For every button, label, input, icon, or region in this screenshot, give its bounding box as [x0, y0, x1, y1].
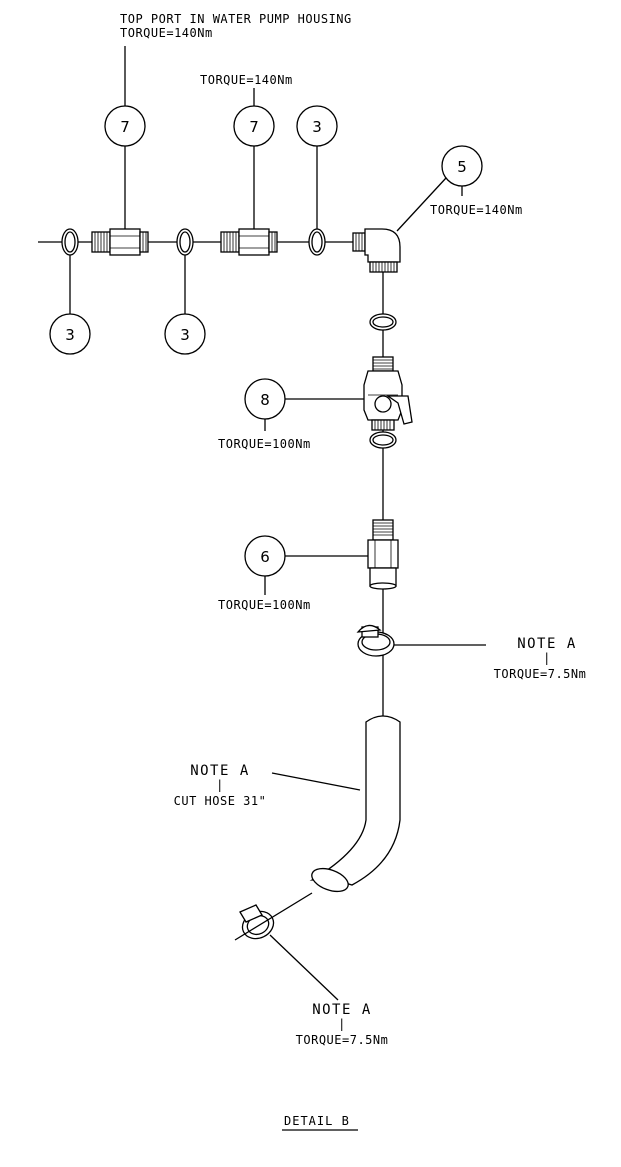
balloon-3-mid-number: 3	[180, 326, 190, 344]
clamp-upper-note: NOTE A | TORQUE=7.5Nm	[480, 637, 600, 681]
balloon-3-top: 3	[296, 105, 338, 147]
balloon-3-left-number: 3	[65, 326, 75, 344]
top-note-line2: TORQUE=140Nm	[120, 26, 213, 40]
balloon-3-mid: 3	[164, 313, 206, 355]
torque-label-item8: TORQUE=100Nm	[218, 437, 311, 451]
o-ring-3-inner	[311, 231, 323, 253]
clamp-lower-note-line3: TORQUE=7.5Nm	[295, 1033, 389, 1047]
balloon-7-right: 7	[233, 105, 275, 147]
leader-clamp-lower	[269, 934, 339, 1001]
balloon-7-left: 7	[104, 105, 146, 147]
adapter-6	[367, 519, 399, 590]
o-ring-4-inner	[372, 316, 394, 328]
balloon-6-number: 6	[260, 548, 270, 566]
hose-end-centerline	[234, 892, 313, 941]
torque-label-item5: TORQUE=140Nm	[430, 203, 523, 217]
clamp-lower-note-line2: |	[338, 1017, 346, 1031]
hose	[309, 715, 401, 893]
torque-label-item7: TORQUE=140Nm	[200, 73, 293, 87]
leader-hose	[271, 772, 361, 791]
o-ring-5-inner	[372, 434, 394, 446]
elbow-5	[352, 228, 401, 273]
balloon-5-number: 5	[457, 158, 467, 176]
hose-note-line1: NOTE A	[190, 763, 250, 779]
clamp-upper-note-line1: NOTE A	[517, 636, 577, 652]
clamp-lower-note: NOTE A | TORQUE=7.5Nm	[282, 1003, 402, 1047]
balloon-5: 5	[441, 145, 483, 187]
clamp-lower-note-line1: NOTE A	[312, 1002, 372, 1018]
balloon-3-left: 3	[49, 313, 91, 355]
detail-title: DETAIL B	[284, 1114, 350, 1128]
hose-note-line3: CUT HOSE 31"	[173, 794, 267, 808]
balloon-3-top-number: 3	[312, 118, 322, 136]
hose-clamp-upper	[356, 624, 395, 657]
balloon-8-number: 8	[260, 391, 270, 409]
leader-5	[396, 177, 447, 232]
hose-clamp-lower	[239, 904, 275, 940]
balloon-8: 8	[244, 378, 286, 420]
hose-note: NOTE A | CUT HOSE 31"	[160, 764, 280, 808]
adapter-7-right	[220, 228, 278, 256]
clamp-upper-note-line3: TORQUE=7.5Nm	[493, 667, 587, 681]
balloon-6: 6	[244, 535, 286, 577]
torque-label-item6: TORQUE=100Nm	[218, 598, 311, 612]
adapter-7-left	[91, 228, 149, 256]
clamp-upper-note-line2: |	[543, 651, 551, 665]
ball-valve-8	[363, 356, 413, 431]
top-note-line1: TOP PORT IN WATER PUMP HOUSING	[120, 12, 352, 26]
top-note: TOP PORT IN WATER PUMP HOUSING TORQUE=14…	[120, 12, 352, 40]
balloon-7-right-number: 7	[249, 118, 259, 136]
hose-note-line2: |	[216, 778, 224, 792]
o-ring-2-inner	[179, 231, 191, 253]
o-ring-1-inner	[64, 231, 76, 253]
balloon-7-left-number: 7	[120, 118, 130, 136]
